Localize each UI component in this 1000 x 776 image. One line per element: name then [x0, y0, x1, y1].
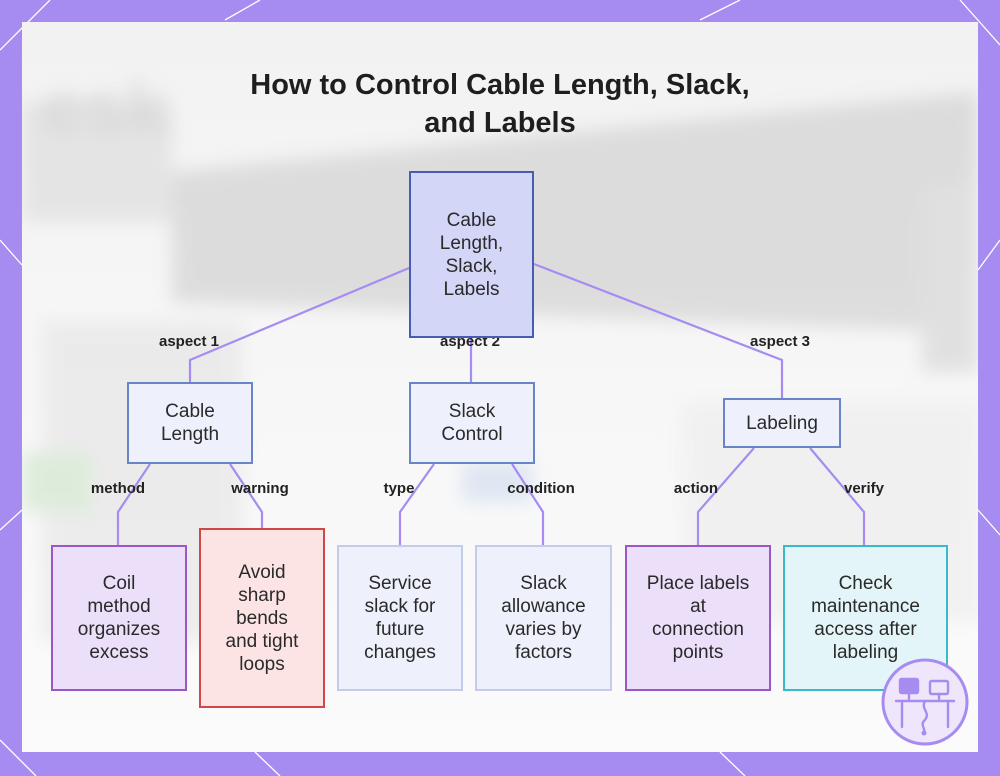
- svg-text:esk: esk: [42, 66, 170, 151]
- edge-label-method: method: [90, 480, 146, 497]
- connector-lines: [116, 262, 866, 545]
- edge-label-aspect-3: aspect 3: [749, 333, 811, 350]
- edge-label-verify: verify: [843, 480, 885, 497]
- edge-label-aspect-1: aspect 1: [158, 333, 220, 350]
- edge-label-type: type: [383, 480, 415, 497]
- edge-aspect3-leaf6: [809, 447, 866, 545]
- desk-workstation-icon: [881, 658, 969, 746]
- edge-label-warning: warning: [231, 480, 289, 497]
- leaf-node-slack-allowance: Slack allowance varies by factors: [475, 545, 612, 691]
- edge-label-action: action: [673, 480, 719, 497]
- edge-aspect2-leaf4: [511, 463, 545, 545]
- aspect-node-labeling: Labeling: [723, 398, 841, 448]
- leaf-node-avoid-bends: Avoid sharp bends and tight loops: [199, 528, 325, 708]
- aspect-node-slack-control: Slack Control: [409, 382, 535, 464]
- diagram-title-line2: and Labels: [424, 107, 576, 139]
- edge-aspect2-leaf3: [398, 463, 435, 545]
- edge-aspect3-leaf5: [696, 447, 755, 545]
- aspect-node-cable-length: Cable Length: [127, 382, 253, 464]
- leaf-node-service-slack: Service slack for future changes: [337, 545, 463, 691]
- leaf-node-coil-method: Coil method organizes excess: [51, 545, 187, 691]
- edge-root-aspect1: [188, 266, 410, 382]
- leaf-node-check-access: Check maintenance access after labeling: [783, 545, 948, 691]
- diagram-title-line1: How to Control Cable Length, Slack,: [250, 69, 750, 101]
- edge-label-condition: condition: [507, 480, 575, 497]
- diagram-canvas: esk How to Control Cable Length, Slack, …: [22, 22, 978, 752]
- root-node: Cable Length, Slack, Labels: [409, 171, 534, 338]
- edge-aspect1-leaf2: [229, 463, 264, 528]
- edge-aspect1-leaf1: [116, 463, 151, 545]
- leaf-node-place-labels: Place labels at connection points: [625, 545, 771, 691]
- edge-root-aspect3: [533, 262, 784, 398]
